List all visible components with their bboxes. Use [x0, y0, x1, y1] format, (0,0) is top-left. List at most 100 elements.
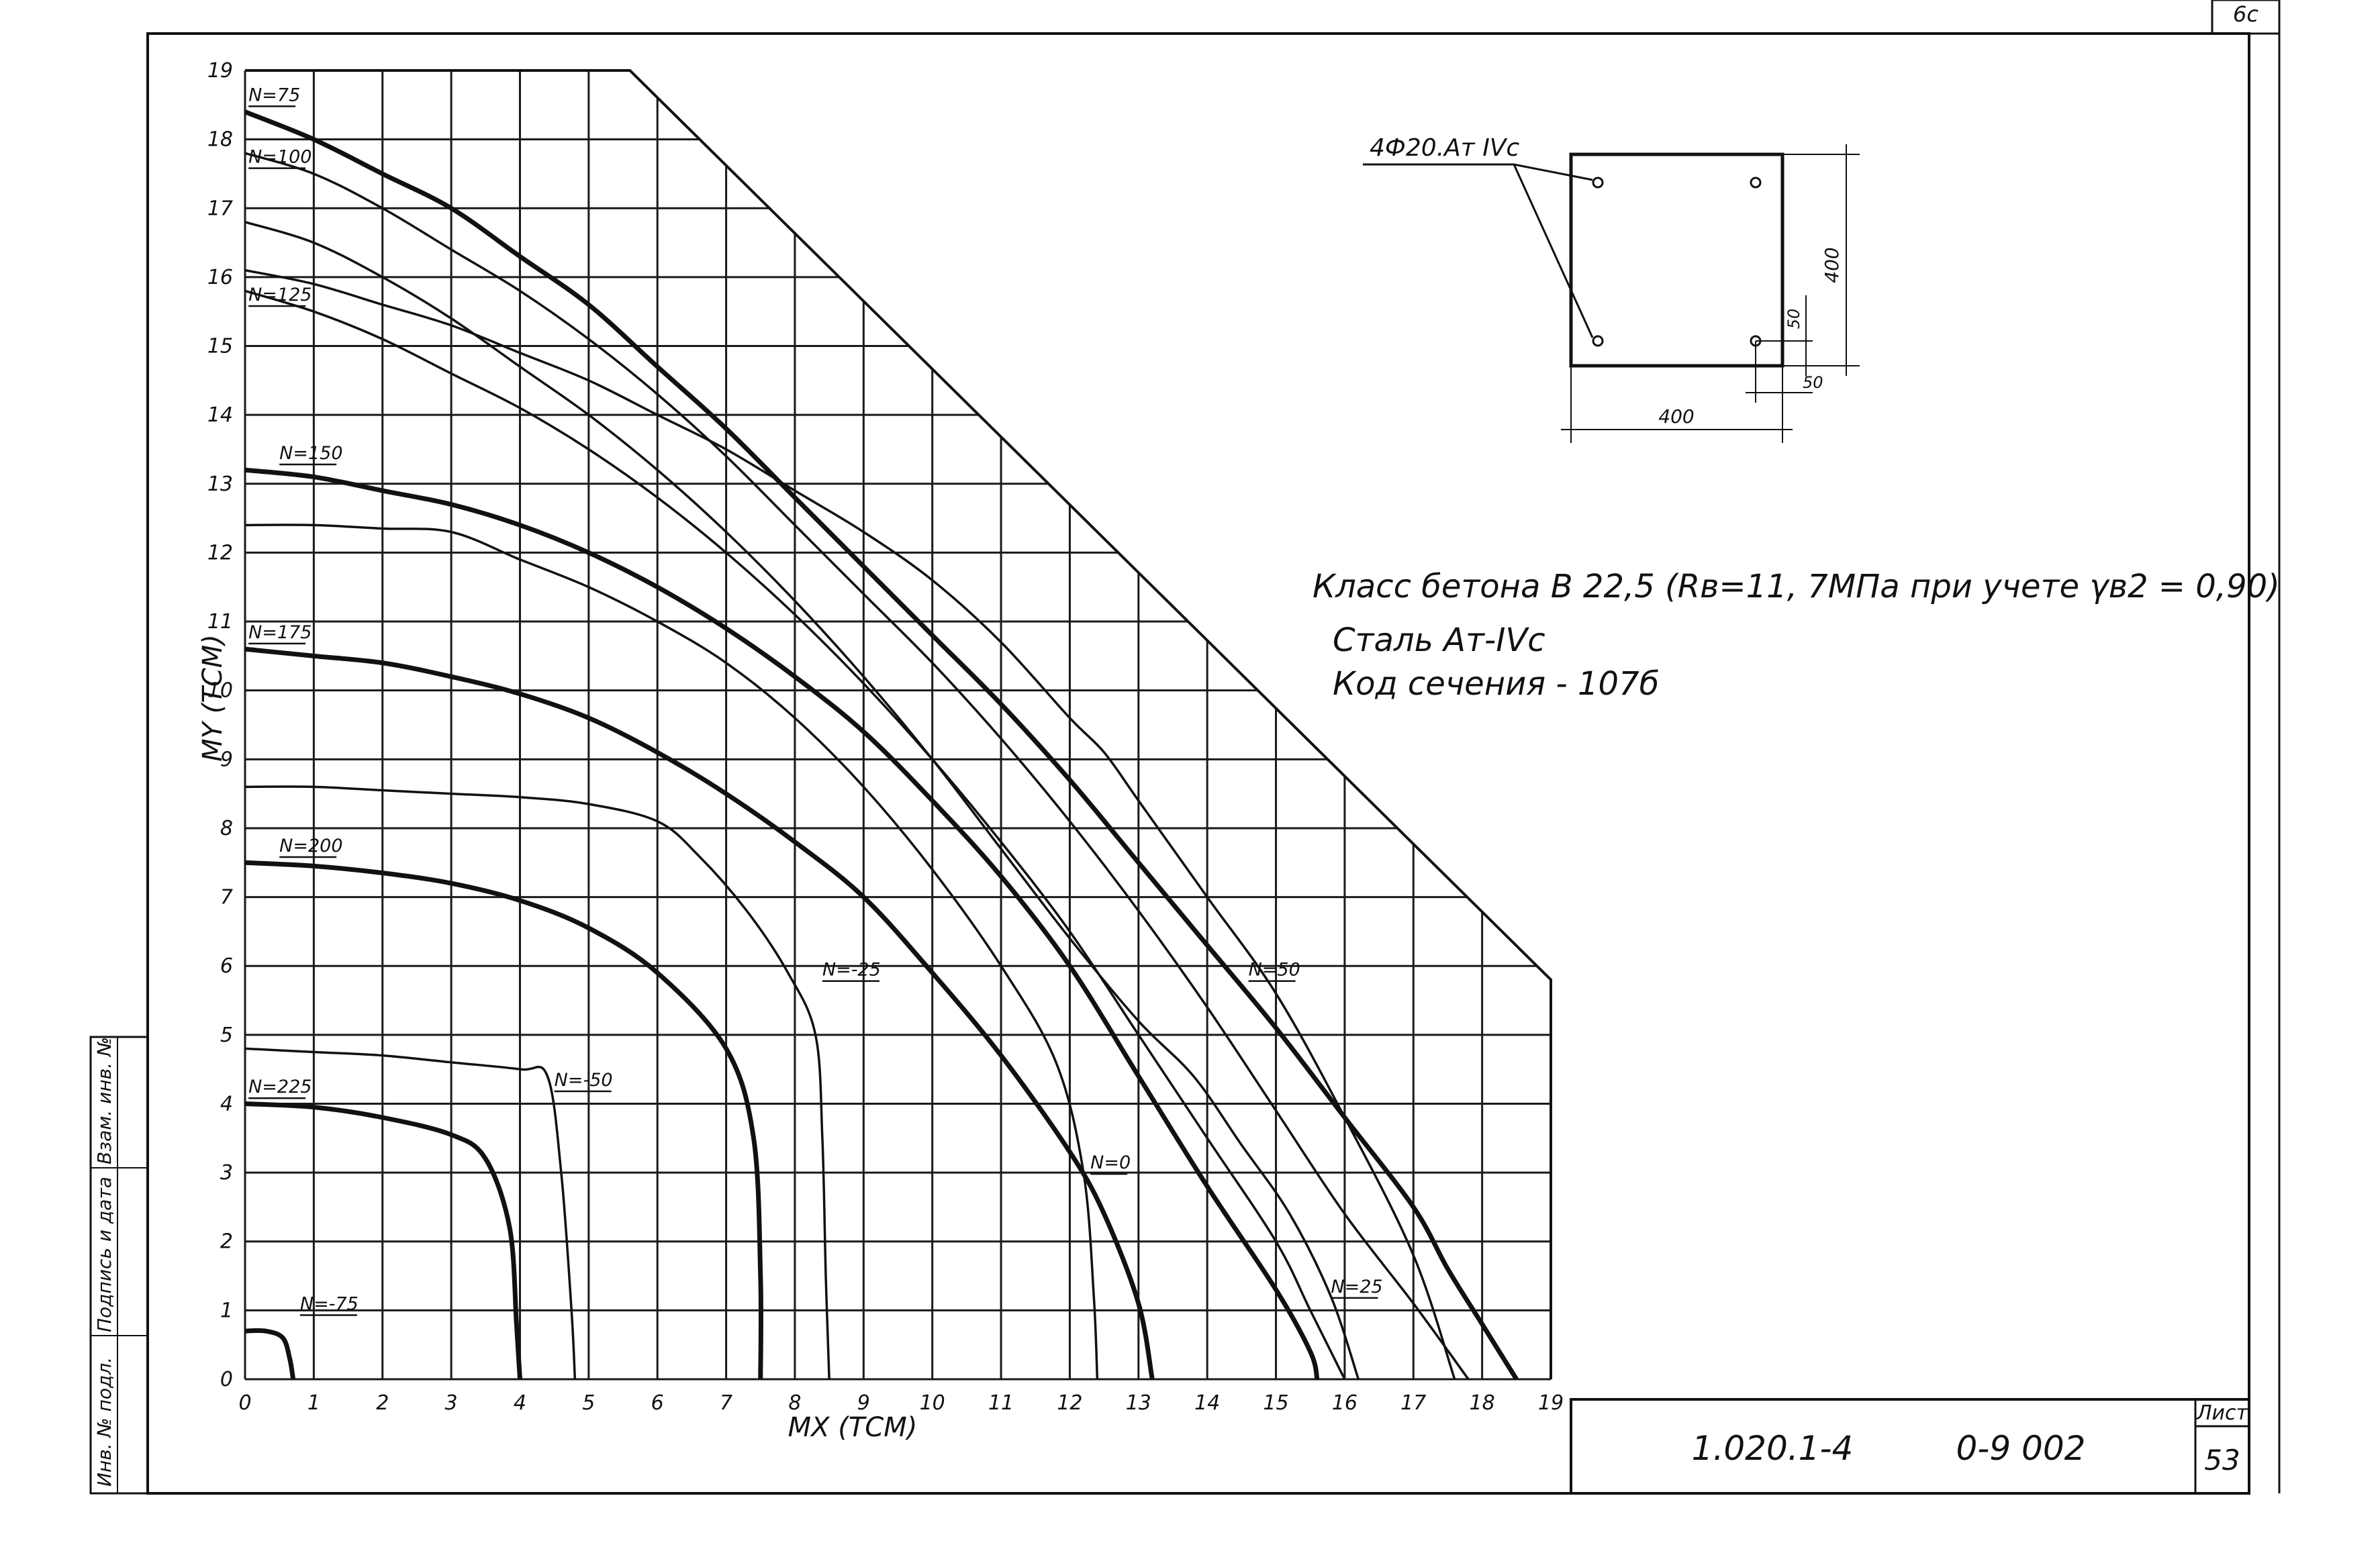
- series-n-75: [244, 1328, 296, 1380]
- curve-label: N=200: [279, 836, 342, 856]
- y-tick-label: 5: [220, 1024, 233, 1047]
- x-tick-label: 18: [1470, 1391, 1495, 1415]
- y-axis-title: MY (TCM): [197, 634, 228, 762]
- width-label: 400: [1658, 405, 1694, 428]
- curve-label: N=100: [248, 147, 312, 168]
- rebar-circle-tr: [1750, 177, 1762, 189]
- note-concrete: Класс бетона В 22,5 (Rв=11, 7МПа при уче…: [1313, 568, 2280, 605]
- curve-label: N=125: [248, 285, 312, 305]
- curve-label: N=150: [279, 443, 342, 464]
- series-n-50: [244, 1047, 577, 1380]
- series-n-75: [244, 109, 1519, 1381]
- interaction-envelope: [245, 69, 1552, 1379]
- y-tick-label: 11: [207, 610, 233, 634]
- curve-label: N=225: [248, 1077, 312, 1097]
- y-tick-label: 6: [220, 954, 233, 978]
- x-tick-label: 5: [582, 1391, 595, 1415]
- rebar-circle-tl: [1592, 177, 1604, 189]
- side-stamp-sign: Подпись и дата: [93, 1177, 115, 1332]
- y-tick-label: 15: [207, 335, 233, 358]
- series-n-175: [244, 646, 1155, 1380]
- chart-grid: [244, 69, 1552, 1381]
- curve-label: N=0: [1090, 1152, 1131, 1173]
- side-stamp-inv: Инв. № подл.: [93, 1357, 115, 1487]
- cover-label-2: 50: [1803, 373, 1823, 392]
- y-tick-label: 8: [220, 817, 233, 840]
- curve-label: N=50: [1249, 960, 1300, 981]
- curve-label: N=75: [248, 85, 300, 105]
- x-tick-label: 14: [1194, 1391, 1220, 1415]
- rebar-leader-2: [1513, 164, 1594, 338]
- y-tick-label: 3: [220, 1161, 233, 1185]
- series-n-150: [244, 467, 1320, 1380]
- curve-label: N=-25: [822, 960, 881, 981]
- side-stamp-frame: [89, 1036, 149, 1495]
- x-tick-label: 2: [376, 1391, 389, 1415]
- rebar-label: 4Ф20.Ат IVc: [1370, 134, 1519, 162]
- sheet-label: Лист: [2196, 1401, 2249, 1425]
- title-block: 1.020.1-4 0-9 002 Лист 53: [1570, 1398, 2250, 1495]
- series-n-25: [244, 785, 830, 1380]
- series-n-50: [244, 268, 1456, 1380]
- series-n-225: [244, 1101, 522, 1380]
- y-tick-label: 12: [207, 541, 233, 564]
- x-tick-label: 13: [1126, 1391, 1151, 1415]
- y-tick-label: 7: [220, 886, 233, 909]
- y-tick-label: 0: [220, 1368, 233, 1391]
- section-outline: [1569, 152, 1784, 368]
- drawing-code: 0-9 002: [1956, 1429, 2086, 1468]
- y-tick-label: 1: [220, 1299, 233, 1322]
- x-tick-label: 17: [1400, 1391, 1426, 1415]
- series-n-100: [244, 152, 1470, 1381]
- curve-label: N=-50: [555, 1070, 613, 1091]
- curve-label: N=-75: [300, 1294, 359, 1315]
- chart-curves: [244, 109, 1519, 1381]
- x-tick-label: 9: [857, 1391, 870, 1415]
- section-diagram: 4Ф20.Ат IVc 400 400 50 50: [1363, 134, 1860, 443]
- y-tick-label: 14: [207, 403, 233, 427]
- side-stamp-replace: Взам. инв. №: [93, 1037, 115, 1164]
- x-axis-title: MX (TCM): [788, 1412, 918, 1443]
- y-tick-label: 10: [207, 679, 233, 703]
- x-tick-label: 6: [651, 1391, 664, 1415]
- y-tick-label: 13: [207, 472, 233, 496]
- x-tick-label: 15: [1263, 1391, 1288, 1415]
- x-tick-label: 16: [1332, 1391, 1358, 1415]
- title-block-frame: [1570, 1398, 2250, 1495]
- height-label: 400: [1821, 247, 1843, 283]
- note-steel: Сталь Ат-IVc: [1333, 621, 1545, 659]
- sheet-frame: [146, 32, 2250, 1495]
- rebar-circle-bl: [1592, 335, 1604, 347]
- y-tick-label: 9: [220, 748, 233, 771]
- x-tick-label: 7: [720, 1391, 732, 1415]
- sheet-number: 53: [2204, 1444, 2240, 1477]
- curve-label: N=25: [1331, 1277, 1382, 1297]
- series-n-0: [244, 524, 1099, 1380]
- curve-label: N=175: [248, 622, 312, 643]
- x-tick-label: 10: [920, 1391, 945, 1415]
- series-n-200: [244, 860, 764, 1380]
- x-tick-label: 8: [788, 1391, 801, 1415]
- document-code: 1.020.1-4: [1692, 1429, 1854, 1468]
- side-stamp: Инв. № подл. Подпись и дата Взам. инв. №: [89, 1036, 149, 1495]
- x-tick-label: 19: [1538, 1391, 1564, 1415]
- y-tick-label: 16: [207, 266, 233, 289]
- cover-label-1: 50: [1784, 309, 1803, 330]
- note-section-code: Код сечения - 107б: [1333, 665, 1659, 703]
- rebar-leader-1: [1513, 163, 1593, 181]
- x-tick-label: 3: [445, 1391, 458, 1415]
- corner-mark: 6c: [2233, 1, 2258, 27]
- series-n-125: [244, 289, 1346, 1380]
- x-tick-label: 4: [514, 1391, 526, 1415]
- x-tick-label: 11: [988, 1391, 1014, 1415]
- y-tick-label: 18: [207, 128, 233, 152]
- y-tick-label: 2: [220, 1230, 233, 1254]
- corner-box: [2211, 0, 2281, 35]
- y-tick-label: 4: [220, 1092, 233, 1115]
- x-tick-label: 12: [1057, 1391, 1082, 1415]
- y-tick-label: 19: [207, 59, 233, 83]
